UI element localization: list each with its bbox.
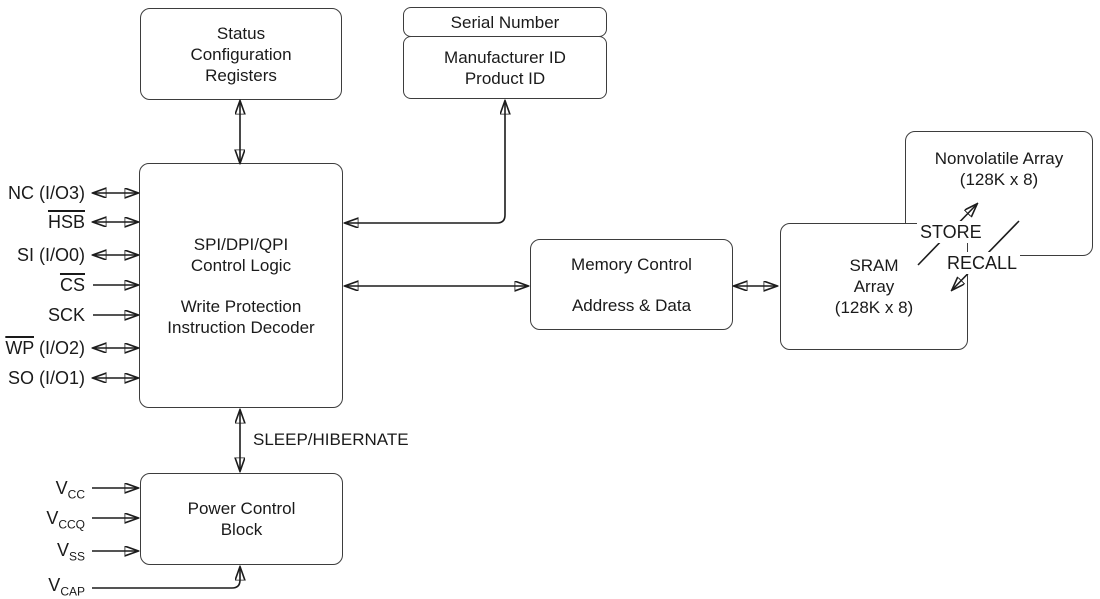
instruction-decoder-line: Instruction Decoder	[167, 317, 315, 337]
memory-control-box: Memory Control Address & Data	[530, 239, 733, 330]
serial-number-box: Serial Number	[403, 7, 607, 37]
status-config-line: Status	[216, 23, 266, 43]
sleep-hibernate-label: SLEEP/HIBERNATE	[253, 430, 409, 449]
pin-label-so-io1: SO (I/O1)	[0, 367, 85, 389]
pin-label-wp-io2: WP (I/O2)	[0, 337, 85, 359]
pin-subscript: CAP	[60, 584, 85, 599]
address-data-line: Address & Data	[571, 295, 692, 315]
write-protection-line: Write Protection	[180, 296, 302, 316]
serial-number-label: Serial Number	[450, 12, 560, 32]
pin-label-cs: CS	[0, 274, 85, 296]
memory-control-line: Memory Control	[571, 254, 692, 274]
pin-label-hsb: HSB	[0, 211, 85, 233]
pin-text: SCK	[47, 305, 85, 325]
pin-subscript: CCQ	[58, 517, 85, 532]
spi-control-line: Control Logic	[190, 255, 292, 275]
spi-control-line: SPI/DPI/QPI	[193, 234, 289, 254]
pin-text: V	[48, 575, 61, 595]
arrow-serial-spi	[345, 101, 505, 223]
status-config-line: Registers	[205, 65, 277, 85]
manufacturer-id-line: Manufacturer ID	[444, 47, 566, 67]
power-control-block-box: Power Control Block	[140, 473, 343, 565]
pin-text: V	[55, 478, 68, 498]
pin-label-sck: SCK	[0, 304, 85, 326]
pin-text: SI (I/O0)	[16, 245, 85, 265]
pin-label-vss: VSS	[0, 539, 85, 564]
recall-label: RECALL	[944, 252, 1021, 274]
pin-text: V	[56, 540, 69, 560]
pin-text: V	[46, 508, 59, 528]
product-id-line: Product ID	[464, 68, 546, 88]
pin-label-vccq: VCCQ	[0, 507, 85, 532]
pin-text-overline: CS	[59, 275, 85, 295]
sram-array-line: Array	[853, 277, 895, 296]
store-label: STORE	[917, 221, 985, 243]
pin-label-si-io0: SI (I/O0)	[0, 244, 85, 266]
power-control-line: Power Control	[187, 499, 296, 518]
nonvolatile-array-line: (128K x 8)	[959, 170, 1039, 189]
pin-text-overline: WP	[5, 338, 34, 358]
pin-label-vcap: VCAP	[0, 574, 85, 599]
status-config-registers-box: Status Configuration Registers	[140, 8, 342, 100]
power-control-line: Block	[220, 520, 263, 539]
pin-subscript: SS	[68, 549, 85, 564]
pin-label-nc-io3: NC (I/O3)	[0, 182, 85, 204]
manufacturer-product-id-box: Manufacturer ID Product ID	[403, 36, 607, 99]
arrow-vcap-power	[92, 567, 240, 589]
sram-array-line: (128K x 8)	[834, 298, 914, 317]
pin-text: NC (I/O3)	[7, 183, 85, 203]
spi-control-logic-box: SPI/DPI/QPI Control Logic Write Protecti…	[139, 163, 343, 408]
nonvolatile-array-line: Nonvolatile Array	[934, 149, 1064, 168]
pin-text: SO (I/O1)	[7, 368, 85, 388]
sram-array-line: SRAM	[849, 256, 899, 275]
pin-text-overline: HSB	[47, 212, 85, 232]
pin-label-vcc: VCC	[0, 477, 85, 502]
status-config-line: Configuration	[190, 44, 292, 64]
pin-text: (I/O2)	[33, 338, 85, 358]
pin-subscript: CC	[67, 487, 85, 502]
